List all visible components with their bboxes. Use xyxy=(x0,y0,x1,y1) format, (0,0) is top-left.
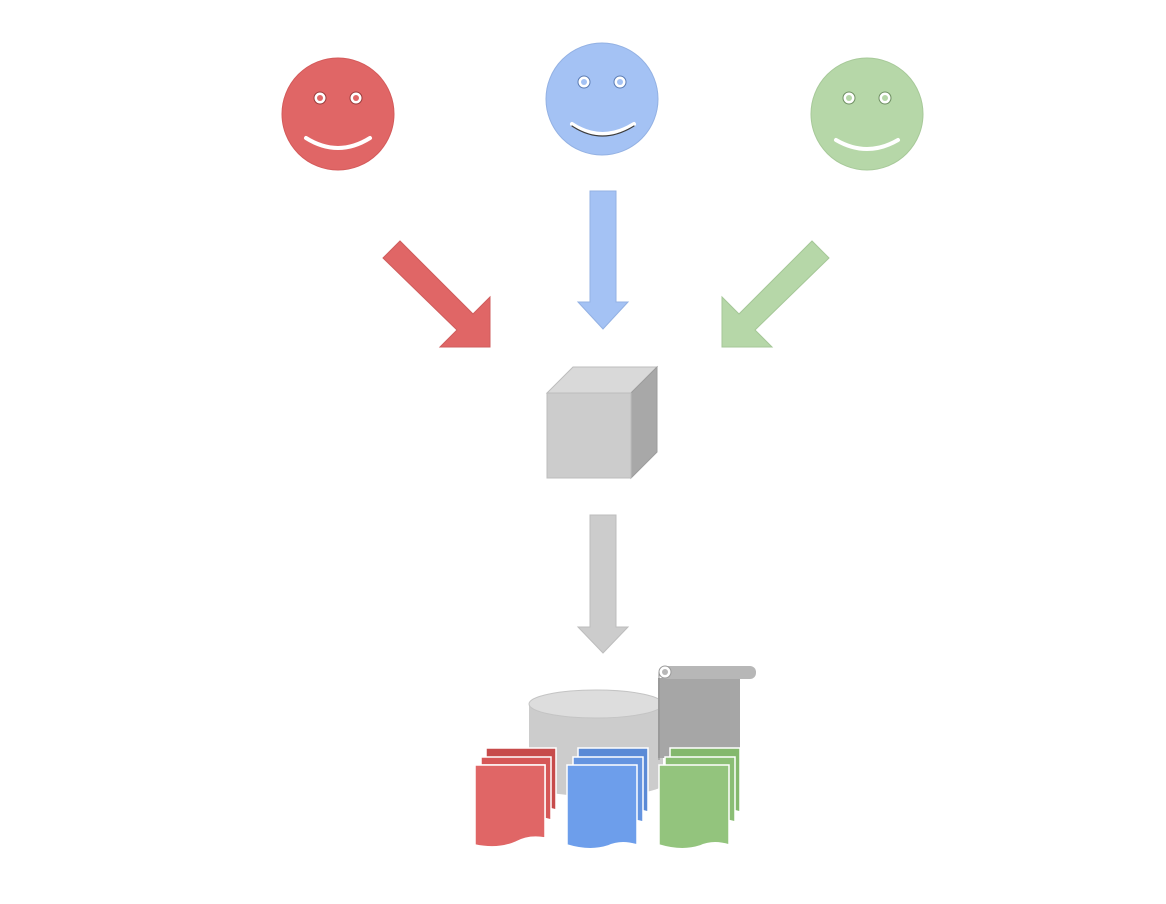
arrow-cube-to-storage-icon xyxy=(576,514,630,654)
arrow-green-to-cube-icon xyxy=(721,240,830,348)
scroll-icon xyxy=(658,665,756,760)
user-green-face-icon xyxy=(810,57,924,171)
user-blue-face-icon xyxy=(545,42,659,156)
document-stack-red-icon xyxy=(474,747,557,848)
document-stack-blue-icon xyxy=(566,747,649,850)
arrow-red-to-cube-icon xyxy=(382,240,491,348)
arrow-blue-to-cube-icon xyxy=(576,190,630,330)
document-stack-green-icon xyxy=(658,747,741,850)
central-cube-icon xyxy=(545,365,659,480)
user-red-face-icon xyxy=(281,57,395,171)
storage-group xyxy=(474,665,756,850)
